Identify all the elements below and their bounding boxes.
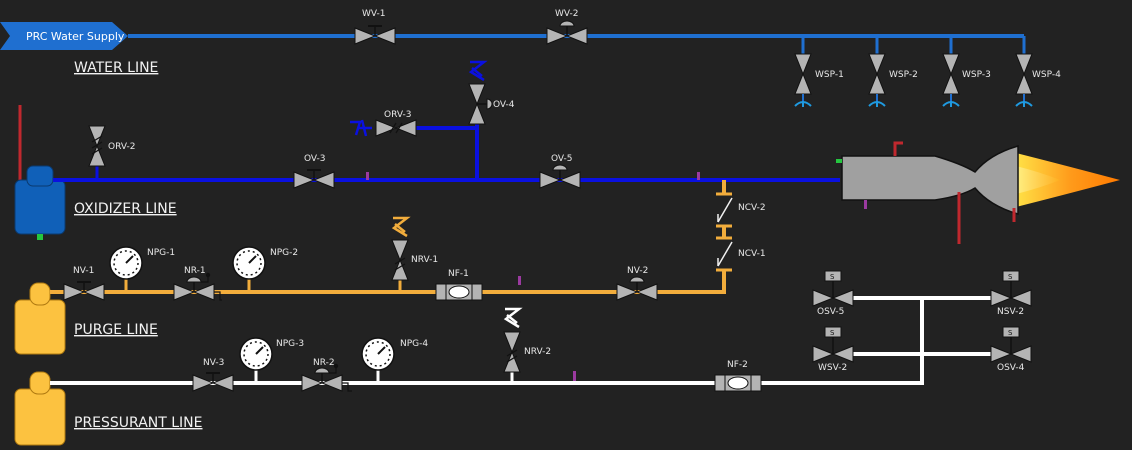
label-nv-1: NV-1 xyxy=(73,266,94,276)
valve-wsp-2[interactable] xyxy=(868,53,886,107)
solenoid-mark: S xyxy=(1008,273,1013,281)
oxidizer-line-group: OXIDIZER LINE ORV-2 OV-3 ORV-3 xyxy=(14,60,1120,244)
solenoid-mark: S xyxy=(830,329,835,337)
check-valve-ncv-1[interactable] xyxy=(716,236,733,272)
regulator-nr-2[interactable] xyxy=(301,363,352,392)
valve-nv-2[interactable] xyxy=(616,276,658,301)
pressurant-tank xyxy=(14,371,66,446)
label-npg-2: NPG-2 xyxy=(270,248,298,258)
oxidizer-line-title: OXIDIZER LINE xyxy=(74,201,177,217)
label-nf-2: NF-2 xyxy=(727,360,748,370)
label-ncv-1: NCV-1 xyxy=(738,249,766,259)
label-orv-2: ORV-2 xyxy=(108,142,135,152)
label-npg-4: NPG-4 xyxy=(400,339,428,349)
purge-line-title: PURGE LINE xyxy=(74,322,158,338)
valve-wsp-4[interactable] xyxy=(1015,53,1033,107)
water-supply-banner xyxy=(0,22,128,50)
solenoid-mark: S xyxy=(1008,329,1013,337)
engine-indicator xyxy=(836,159,842,163)
purge-tank xyxy=(14,282,66,355)
check-valve-group: NCV-2 NCV-1 xyxy=(716,180,766,292)
relief-valve-nrv-2[interactable] xyxy=(503,307,523,383)
valve-wsp-1[interactable] xyxy=(794,53,812,107)
water-supply-label: PRC Water Supply xyxy=(26,30,125,43)
valve-wv-2[interactable] xyxy=(546,20,588,45)
relief-valve-orv-3[interactable] xyxy=(350,119,417,137)
label-nr-1: NR-1 xyxy=(184,266,206,276)
solenoid-valve-osv-4[interactable]: S xyxy=(990,326,1032,363)
label-nsv-2: NSV-2 xyxy=(997,307,1024,317)
engine-body xyxy=(841,145,1019,215)
label-ov-5: OV-5 xyxy=(551,154,573,164)
label-osv-4: OSV-4 xyxy=(997,363,1025,373)
solenoid-mark: S xyxy=(830,273,835,281)
relief-valve-nrv-1[interactable] xyxy=(391,216,411,292)
label-npg-1: NPG-1 xyxy=(147,248,175,258)
label-osv-5: OSV-5 xyxy=(817,307,844,317)
valve-wsp-3[interactable] xyxy=(942,53,960,107)
pressure-gauge-npg-2 xyxy=(232,246,266,292)
purge-line-group: PURGE LINE NV-1 NPG-1 NR-1 xyxy=(14,216,726,355)
valve-ov-4[interactable] xyxy=(468,60,493,125)
regulator-nr-1[interactable] xyxy=(173,272,222,301)
engine-thermocouple xyxy=(893,141,903,156)
pressure-tap-sensor xyxy=(366,172,369,180)
valve-ov-3[interactable] xyxy=(293,169,335,189)
pressure-tap-sensor xyxy=(697,172,700,180)
purge-pressure-tap xyxy=(518,276,521,285)
label-nv-3: NV-3 xyxy=(203,358,224,368)
pressure-gauge-npg-3 xyxy=(239,337,273,383)
label-npg-3: NPG-3 xyxy=(276,339,304,349)
rocket-engine xyxy=(836,141,1120,244)
check-valve-ncv-2[interactable] xyxy=(716,192,733,228)
solenoid-valve-wsv-2[interactable]: S xyxy=(812,326,854,363)
chamber-pressure-tap xyxy=(864,200,867,209)
pressurant-line-title: PRESSURANT LINE xyxy=(74,415,203,431)
label-nrv-2: NRV-2 xyxy=(524,347,551,357)
label-wsp-4: WSP-4 xyxy=(1032,70,1061,80)
filter-nf-1[interactable] xyxy=(435,283,483,301)
relief-valve-orv-2[interactable] xyxy=(88,125,106,167)
valve-wv-1[interactable] xyxy=(354,25,396,45)
pressurant-line-group: PRESSURANT LINE NV-3 NPG-3 xyxy=(14,270,1032,446)
pressure-gauge-npg-4 xyxy=(361,337,395,383)
label-ncv-2: NCV-2 xyxy=(738,203,766,213)
water-line-title: WATER LINE xyxy=(74,60,158,76)
label-wv-1: WV-1 xyxy=(362,9,386,19)
label-nr-2: NR-2 xyxy=(313,358,335,368)
label-wsp-1: WSP-1 xyxy=(815,70,844,80)
label-nf-1: NF-1 xyxy=(448,269,469,279)
engine-flame-core xyxy=(1016,166,1060,194)
solenoid-valve-nsv-2[interactable]: S xyxy=(990,270,1032,307)
valve-nv-3[interactable] xyxy=(192,372,234,392)
label-wsp-3: WSP-3 xyxy=(962,70,991,80)
solenoid-valve-osv-5[interactable]: S xyxy=(812,270,854,307)
label-wsp-2: WSP-2 xyxy=(889,70,918,80)
valve-nv-1[interactable] xyxy=(63,281,105,301)
label-ov-3: OV-3 xyxy=(304,154,326,164)
pressure-gauge-npg-1 xyxy=(109,246,143,292)
filter-nf-2[interactable] xyxy=(714,374,762,392)
pressurant-pressure-tap xyxy=(573,371,576,381)
label-ov-4: OV-4 xyxy=(493,100,515,110)
valve-ov-5[interactable] xyxy=(539,164,581,189)
label-wv-2: WV-2 xyxy=(555,9,579,19)
water-line-group: PRC Water Supply WATER LINE WV-1 WV-2 xyxy=(0,9,1061,107)
label-orv-3: ORV-3 xyxy=(384,110,411,120)
label-nrv-1: NRV-1 xyxy=(411,255,438,265)
label-nv-2: NV-2 xyxy=(627,266,648,276)
oxidizer-tank xyxy=(14,165,66,240)
engine-flame xyxy=(1012,152,1120,208)
label-wsv-2: WSV-2 xyxy=(818,363,847,373)
